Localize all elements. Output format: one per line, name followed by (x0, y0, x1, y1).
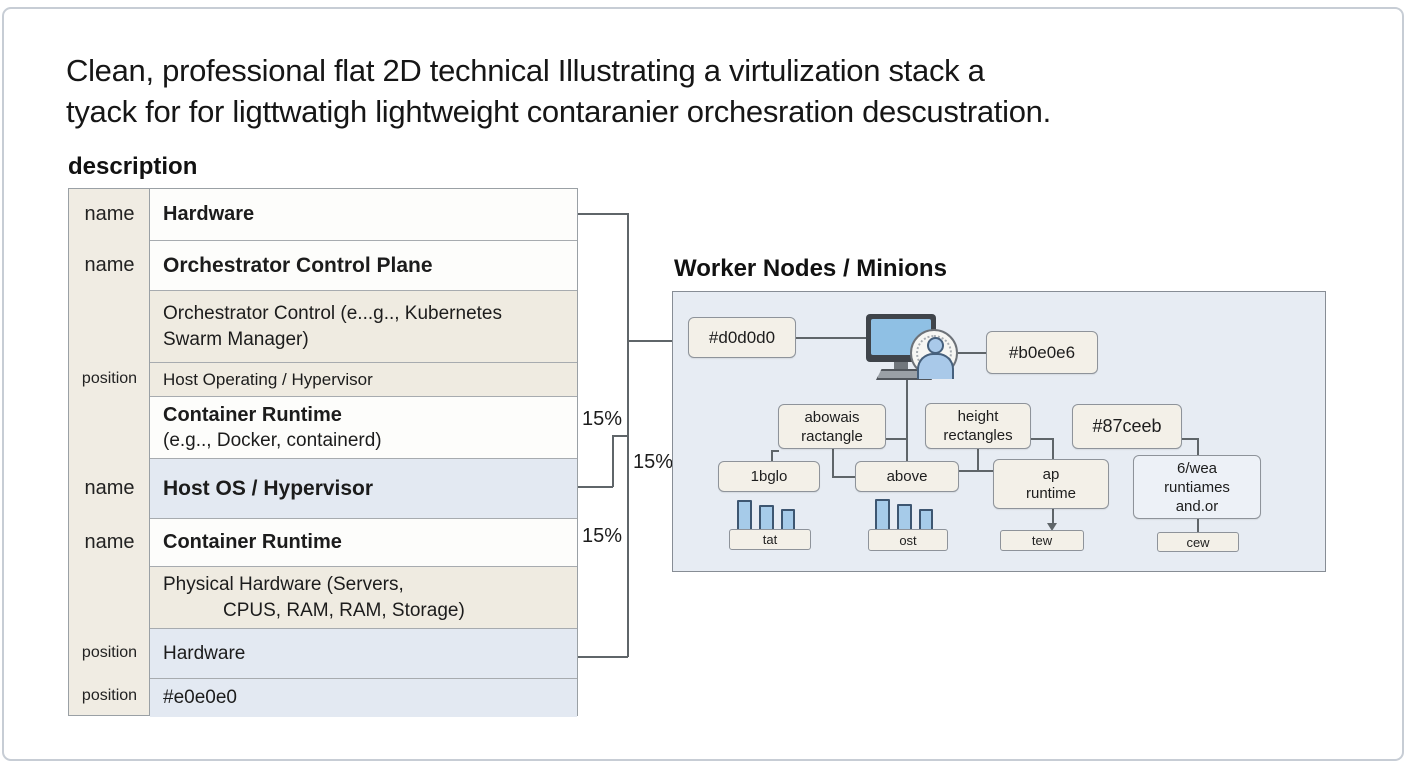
connector-line (578, 656, 628, 658)
node-text: runtiames (1164, 478, 1230, 496)
percent-label: 15% (581, 408, 622, 430)
node-runtiames: 6/wea runtiames and.or (1133, 455, 1261, 519)
node-height-rectangles: height rectangles (925, 403, 1031, 449)
table-row: Orchestrator Control Plane (150, 241, 577, 291)
row-label: name (84, 531, 135, 553)
user-icon-body (917, 353, 954, 379)
connector-line (1182, 438, 1199, 440)
node-text: ractangle (801, 427, 863, 445)
node-ap-runtime: ap runtime (993, 459, 1109, 509)
connector-line (578, 213, 628, 215)
connector-line (1052, 438, 1054, 460)
node-b0e0e6: #b0e0e6 (986, 331, 1098, 374)
node-abowais-ractangle: abowais ractangle (778, 404, 886, 449)
row-label: position (81, 687, 138, 704)
node-above: above (855, 461, 959, 492)
table-row: Host OS / Hypervisor (150, 459, 577, 519)
node-1bglo: 1bglo (718, 461, 820, 492)
connector-line (771, 450, 779, 452)
arrow-down-icon (1047, 523, 1057, 531)
connector-line (952, 352, 986, 354)
connector-line (832, 476, 855, 478)
connector-line (1197, 438, 1199, 456)
panel-title: Worker Nodes / Minions (674, 255, 947, 282)
row-label: name (84, 203, 135, 225)
node-text: and.or (1175, 497, 1219, 515)
monitor-stand (894, 362, 908, 369)
title-line-2: tyack for for ligttwatigh lightweight co… (66, 94, 1051, 129)
percent-label: 15% (633, 451, 674, 473)
cell-text: Container Runtime (163, 531, 342, 553)
cell-text: Physical Hardware (Servers, (163, 573, 404, 595)
row-label: name (84, 477, 135, 499)
tag-tew: tew (1000, 530, 1084, 551)
cell-text: Host OS / Hypervisor (163, 476, 374, 500)
cell-text: Orchestrator Control Plane (163, 253, 433, 277)
percent-label: 15% (581, 525, 622, 547)
table-row: Hardware (150, 629, 577, 679)
node-d0d0d0: #d0d0d0 (688, 317, 796, 358)
cell-text: CPUS, RAM, RAM, Storage) (223, 599, 465, 621)
connector-line (1031, 438, 1053, 440)
cell-text: Host Operating / Hypervisor (163, 369, 373, 389)
connector-line (612, 435, 614, 487)
cell-text: #e0e0e0 (163, 687, 237, 708)
table-label-column (69, 189, 150, 715)
table-row: Hardware (150, 189, 577, 241)
node-87ceeb: #87ceeb (1072, 404, 1182, 449)
node-text: runtime (1025, 485, 1077, 502)
connector-line (1197, 519, 1199, 533)
connector-line (977, 449, 979, 471)
table-row: Host Operating / Hypervisor (150, 363, 577, 397)
row-label: position (81, 644, 138, 661)
connector-line (886, 438, 907, 440)
container-rect (737, 500, 752, 531)
node-text: rectangles (943, 427, 1013, 444)
row-label: name (84, 254, 135, 276)
connector-line (612, 435, 628, 437)
node-text: 6/wea (1176, 459, 1218, 477)
tag-ost: ost (868, 529, 948, 551)
cell-text: (e.g.., Docker, containerd) (163, 429, 382, 451)
cell-text: Swarm Manager) (163, 328, 309, 350)
table-row: Orchestrator Control (e...g.., Kubernete… (150, 291, 577, 363)
spec-table: name name position name name position po… (68, 188, 578, 717)
cell-text: Orchestrator Control (e...g.., Kubernete… (163, 302, 502, 324)
table-row: Container Runtime (e.g.., Docker, contai… (150, 397, 577, 459)
table-row: #e0e0e0 (150, 679, 577, 717)
row-label: position (81, 370, 138, 387)
table-header: description (68, 153, 198, 180)
tag-tat: tat (729, 529, 811, 550)
table-row: Physical Hardware (Servers, CPUS, RAM, R… (150, 567, 577, 629)
node-text: height (957, 408, 999, 425)
cell-text: Container Runtime (163, 403, 342, 426)
connector-line (578, 486, 613, 488)
connector-line (796, 337, 868, 339)
connector-line (959, 470, 994, 472)
table-row: Container Runtime (150, 519, 577, 567)
cell-text: Hardware (163, 203, 255, 225)
connector-line (906, 377, 908, 461)
user-icon-head (927, 337, 944, 354)
connector-line (832, 449, 834, 477)
connector-line (1052, 509, 1054, 525)
title-line-1: Clean, professional flat 2D technical Il… (66, 53, 985, 88)
node-text: abowais (804, 408, 860, 426)
connector-line (771, 450, 773, 462)
page-title: Clean, professional flat 2D technical Il… (66, 50, 1306, 132)
connector-line (628, 340, 688, 342)
tag-cew: cew (1157, 532, 1239, 552)
node-text: ap (1042, 466, 1060, 483)
container-rect (875, 499, 890, 531)
cell-text: Hardware (163, 642, 246, 664)
